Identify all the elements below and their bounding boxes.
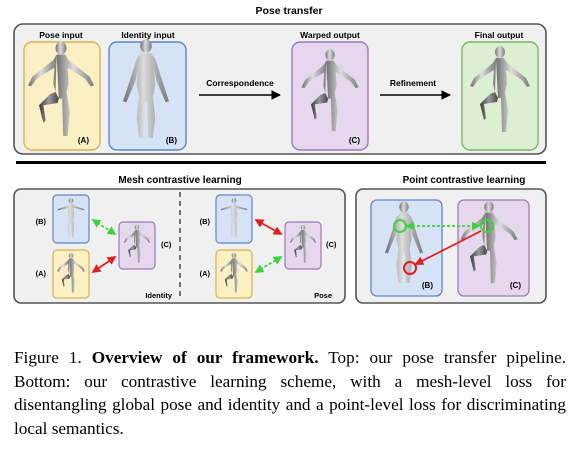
final-output-label: Final output — [475, 30, 524, 40]
point-c-anchor-circle — [480, 219, 494, 233]
pose-input-label: Pose input — [39, 30, 83, 40]
mesh-right-tag-c: (C) — [326, 240, 337, 249]
mesh-left-tag-b: (B) — [36, 217, 47, 226]
mesh-left-tag-a: (A) — [36, 269, 47, 278]
section-divider — [16, 161, 546, 164]
point-contrastive-panel: Point contrastive learning (B) (C) — [355, 175, 547, 304]
mesh-right-negative-arrow — [254, 219, 283, 235]
mesh-left-positive-arrow — [91, 219, 117, 235]
identity-input-tag: (B) — [166, 136, 177, 145]
mesh-contrastive-title: Mesh contrastive learning — [118, 175, 241, 186]
mesh-left-footer: Identity — [145, 291, 172, 300]
mesh-left-negative-arrow — [91, 255, 117, 274]
identity-input-label: Identity input — [121, 30, 175, 40]
mesh-left-tag-c: (C) — [161, 240, 172, 249]
mesh-right-tag-a: (A) — [200, 269, 211, 278]
point-tag-c: (C) — [510, 281, 521, 290]
mesh-right-tag-b: (B) — [200, 217, 211, 226]
pose-input-tag: (A) — [78, 136, 89, 145]
point-b-negative-circle — [403, 261, 417, 275]
caption-text: Top: our pose transfer pipeline. Bottom:… — [14, 348, 567, 438]
warped-output-tag: (C) — [349, 136, 360, 145]
warped-output-label: Warped output — [300, 30, 360, 40]
caption-prefix: Figure 1. — [14, 348, 82, 367]
mesh-contrastive-panel: Mesh contrastive learning (B) (A) (C) Id… — [13, 175, 346, 304]
figure-caption: Figure 1. Overview of our framework. Top… — [14, 346, 566, 440]
point-contrastive-title: Point contrastive learning — [403, 175, 526, 186]
caption-bold-title: Overview of our framework. — [91, 348, 319, 367]
correspondence-label: Correspondence — [206, 78, 274, 88]
point-tag-b: (B) — [422, 281, 433, 290]
pose-transfer-panel: Pose transfer Pose input (A) Identity in… — [13, 5, 547, 155]
mesh-right-footer: Pose — [314, 291, 332, 300]
pose-transfer-title: Pose transfer — [255, 5, 322, 17]
point-negative-arrow — [414, 230, 482, 265]
refinement-label: Refinement — [390, 78, 436, 88]
